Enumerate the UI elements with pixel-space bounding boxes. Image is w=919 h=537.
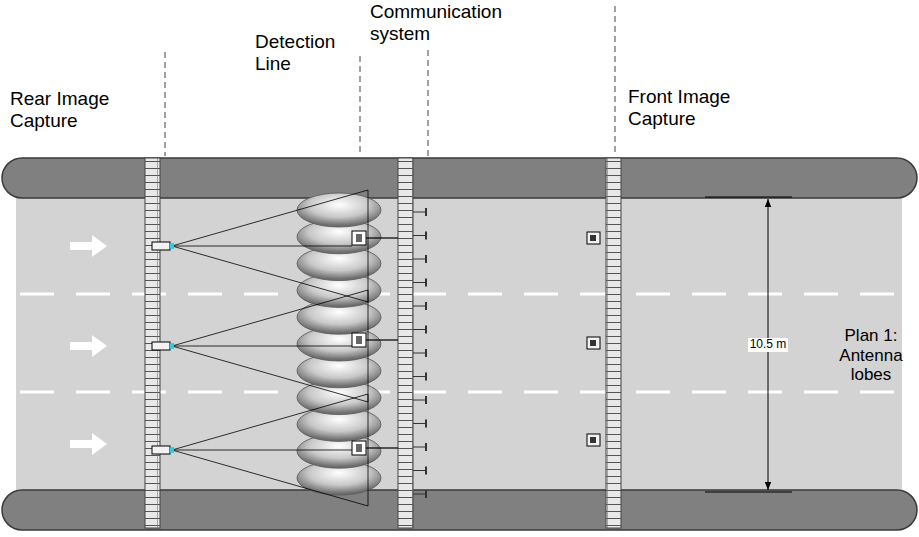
gantry-label: Rear Image Capture bbox=[10, 88, 128, 132]
antenna-arm bbox=[366, 447, 398, 448]
illustration-part bbox=[425, 373, 427, 381]
illustration-part bbox=[425, 232, 427, 240]
antenna-face bbox=[356, 234, 362, 242]
gantry-label: Detection Line bbox=[255, 31, 355, 75]
illustration-part bbox=[705, 492, 792, 493]
dimension-label: 10.5 m bbox=[748, 338, 789, 352]
small-antenna bbox=[413, 420, 426, 428]
illustration-part bbox=[425, 396, 427, 404]
camera-lens bbox=[170, 447, 174, 453]
rear-camera bbox=[152, 446, 170, 454]
rear-camera bbox=[152, 242, 170, 250]
small-antenna bbox=[413, 279, 426, 287]
direction-arrow bbox=[70, 433, 107, 455]
illustration-part bbox=[413, 447, 426, 448]
illustration-part bbox=[425, 467, 427, 475]
illustration-part bbox=[413, 306, 426, 307]
small-antenna bbox=[413, 302, 426, 310]
camera-lens bbox=[170, 243, 174, 249]
illustration-part bbox=[413, 329, 426, 330]
small-antenna bbox=[413, 490, 426, 498]
gantry bbox=[606, 158, 621, 528]
small-antenna bbox=[413, 467, 426, 475]
illustration-part bbox=[413, 423, 426, 424]
front-camera bbox=[587, 434, 600, 446]
illustration-part bbox=[413, 494, 426, 495]
front-camera bbox=[587, 337, 600, 349]
camera-axis bbox=[172, 450, 352, 451]
front-camera bbox=[587, 232, 600, 244]
illustration-part bbox=[425, 326, 427, 334]
illustration-part bbox=[413, 235, 426, 236]
camera-lens bbox=[590, 437, 596, 443]
illustration-part bbox=[413, 470, 426, 471]
rear-camera bbox=[152, 342, 170, 350]
lane-equipment bbox=[152, 290, 600, 402]
camera-field bbox=[172, 290, 368, 402]
illustration-part bbox=[425, 443, 427, 451]
illustration-part bbox=[425, 302, 427, 310]
small-antenna bbox=[413, 208, 426, 216]
small-antenna bbox=[413, 326, 426, 334]
antenna-arm bbox=[366, 339, 398, 340]
small-antenna bbox=[413, 232, 426, 240]
illustration-part bbox=[413, 259, 426, 260]
illustration-part bbox=[425, 255, 427, 263]
illustration-part bbox=[165, 52, 166, 156]
illustration-part bbox=[425, 349, 427, 357]
camera-lens bbox=[590, 340, 596, 346]
dimension bbox=[705, 197, 792, 492]
illustration-part bbox=[615, 6, 616, 156]
small-antenna bbox=[413, 349, 426, 357]
road-shoulder bbox=[2, 158, 917, 198]
small-antenna bbox=[413, 373, 426, 381]
small-antenna bbox=[413, 396, 426, 404]
antenna-face bbox=[356, 336, 362, 344]
gantry-label: Communication system bbox=[370, 1, 515, 45]
illustration-part bbox=[425, 490, 427, 498]
illustration-part bbox=[413, 282, 426, 283]
illustration-part bbox=[425, 279, 427, 287]
illustration-part bbox=[413, 376, 426, 377]
illustration-part bbox=[413, 353, 426, 354]
illustration-part bbox=[705, 197, 792, 198]
plan-caption: Plan 1: Antenna lobes bbox=[826, 326, 916, 385]
direction-arrow bbox=[70, 335, 107, 357]
gantry-label: Front Image Capture bbox=[628, 86, 753, 130]
camera-field bbox=[172, 394, 368, 506]
antenna-unit bbox=[352, 231, 366, 245]
camera-axis bbox=[172, 246, 352, 247]
illustration-part bbox=[360, 56, 361, 156]
communication-antennas bbox=[413, 208, 426, 498]
antenna-unit bbox=[352, 333, 366, 347]
gantry bbox=[398, 158, 413, 528]
camera-axis bbox=[172, 346, 352, 347]
antenna-unit bbox=[352, 441, 366, 455]
camera-field bbox=[172, 190, 368, 302]
direction-arrow bbox=[70, 235, 107, 257]
illustration-part bbox=[425, 208, 427, 216]
antenna-arm bbox=[366, 237, 398, 238]
lane-equipment bbox=[152, 190, 600, 302]
illustration-part bbox=[425, 420, 427, 428]
camera-lens bbox=[170, 343, 174, 349]
illustration-part bbox=[413, 212, 426, 213]
antenna-face bbox=[356, 444, 362, 452]
small-antenna bbox=[413, 255, 426, 263]
camera-lens bbox=[590, 235, 596, 241]
lane-equipment bbox=[152, 394, 600, 506]
illustration-part bbox=[413, 400, 426, 401]
road-shoulder bbox=[2, 490, 917, 530]
illustration-part bbox=[428, 50, 429, 156]
small-antenna bbox=[413, 443, 426, 451]
camera-units bbox=[152, 190, 600, 506]
